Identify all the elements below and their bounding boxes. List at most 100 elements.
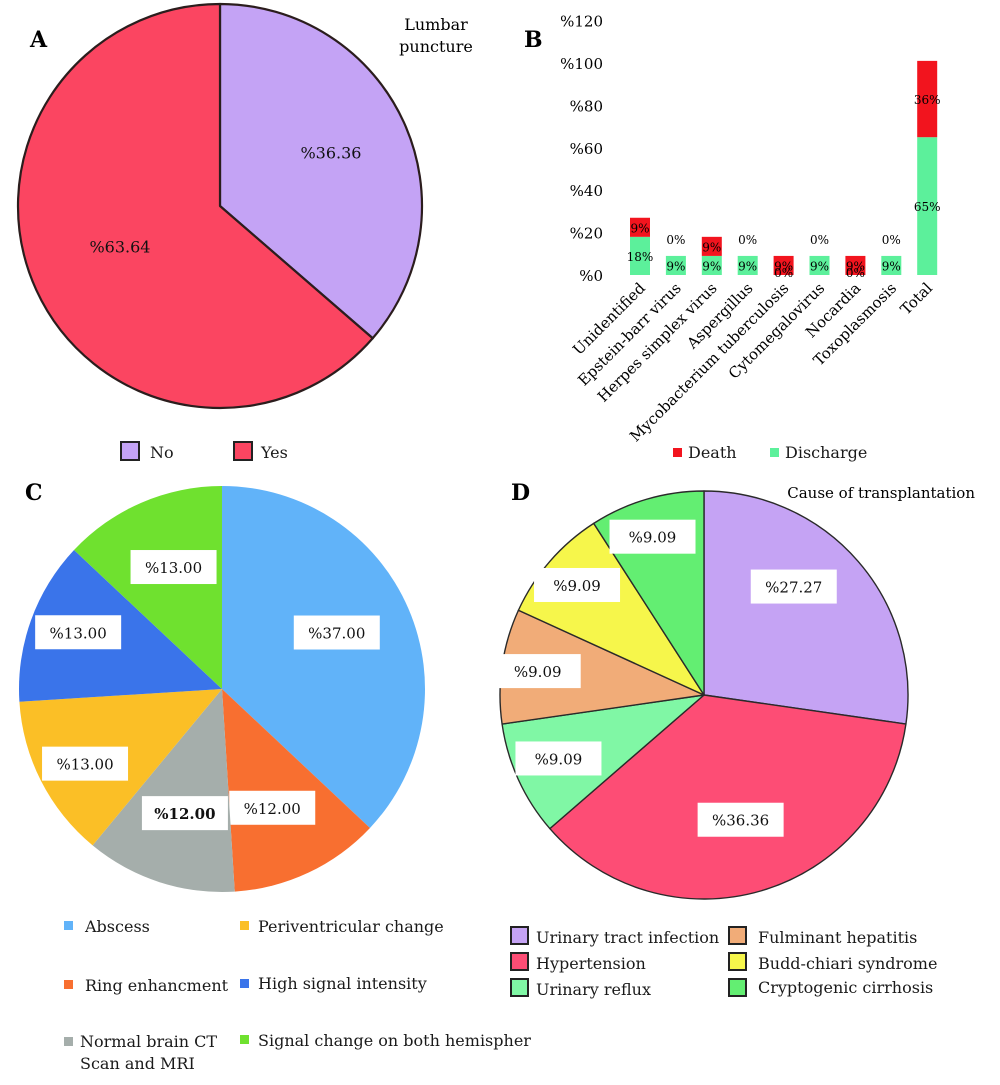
data-label-death-toxoplasmosis: 0% (882, 233, 901, 247)
legend-label-yes: Yes (260, 443, 288, 462)
legend-label-hypertension: Hypertension (536, 954, 646, 973)
x-tick-total: Total (897, 279, 936, 318)
legend-swatch-urinary-reflux (510, 978, 529, 997)
data-label-death-mycobacterium-tuberculosis: 9% (774, 259, 793, 273)
data-label-signal-change-on-both-hemispher: %13.00 (145, 559, 202, 577)
bar-discharge-cytomegalovirus (809, 255, 830, 275)
data-label-box-abscess (293, 615, 380, 650)
data-label-budd-chiari-syndrome: %9.09 (553, 577, 601, 595)
pie-slice-hypertension (549, 694, 907, 900)
data-label-discharge-nocardia: 0% (846, 266, 865, 280)
panel-letter-a: A (29, 27, 48, 53)
data-label-box-fulminant-hepatitis (494, 654, 581, 689)
bar-discharge-herpes-simplex-virus (701, 255, 722, 275)
bar-discharge-aspergillus (737, 255, 758, 275)
chart-title-line-1: Lumbar (404, 15, 468, 34)
data-label-death-cytomegalovirus: 0% (810, 233, 829, 247)
data-label-discharge-toxoplasmosis: 9% (882, 259, 901, 273)
legend-label-budd-chiari-syndrome: Budd-chiari syndrome (758, 954, 937, 973)
legend-swatch-normal-brain-ct-scan-and-mri (64, 1037, 73, 1046)
data-label-box-signal-change-on-both-hemispher (130, 550, 217, 585)
legend-label-death: Death (688, 443, 737, 462)
data-label-box-high-signal-intensity (35, 615, 122, 650)
data-label-abscess: %37.00 (308, 625, 365, 643)
data-label-box-periventricular-change (42, 746, 129, 781)
panel-c: C %37.00%12.00%12.00%13.00%13.00%13.00Ab… (19, 480, 531, 1073)
y-tick-80: %80 (570, 97, 603, 115)
data-label-discharge-mycobacterium-tuberculosis: 0% (774, 266, 793, 280)
legend-label-urinary-tract-infection: Urinary tract infection (536, 928, 719, 947)
pie-slice-normal-brain-ct-scan-and-mri (92, 689, 235, 892)
legend-label-urinary-reflux: Urinary reflux (536, 980, 651, 999)
y-tick-100: %100 (560, 55, 603, 73)
data-label-death-epstein-barr-virus: 0% (666, 233, 685, 247)
y-tick-40: %40 (570, 182, 603, 200)
bar-death-mycobacterium-tuberculosis (773, 255, 794, 275)
pie-slice-ring-enhancment (222, 689, 370, 892)
data-label-high-signal-intensity: %13.00 (50, 624, 107, 642)
pie-slice-budd-chiari-syndrome (517, 522, 705, 696)
pie-slice-abscess (222, 486, 425, 828)
data-label-urinary-tract-infection: %27.27 (765, 579, 822, 597)
data-label-box-normal-brain-ct-scan-and-mri (141, 796, 228, 831)
data-label-box-hypertension (697, 802, 784, 837)
pie-slice-urinary-tract-infection (703, 490, 909, 725)
y-tick-60: %60 (570, 140, 603, 158)
y-tick-120: %120 (560, 13, 603, 31)
bar-death-nocardia (845, 255, 866, 275)
data-label-normal-brain-ct-scan-and-mri: %12.00 (154, 805, 215, 823)
y-tick-0: %0 (579, 267, 603, 285)
legend-swatch-discharge (770, 448, 779, 457)
data-label-ring-enhancment: %12.00 (244, 800, 301, 818)
data-label-death-unidentified: 9% (630, 221, 649, 235)
legend-swatch-budd-chiari-syndrome (728, 952, 747, 971)
legend-label-high-signal-intensity: High signal intensity (258, 974, 427, 993)
pie-slice-no (218, 2, 424, 340)
bar-discharge-total (917, 137, 938, 275)
data-label-discharge-cytomegalovirus: 9% (810, 259, 829, 273)
data-label-yes: %63.64 (89, 238, 150, 257)
legend-swatch-yes (233, 441, 253, 461)
legend-swatch-cryptogenic-cirrhosis (728, 978, 747, 997)
data-label-no: %36.36 (300, 143, 361, 162)
data-label-periventricular-change: %13.00 (56, 756, 113, 774)
legend-swatch-periventricular-change (240, 921, 249, 930)
bar-discharge-toxoplasmosis (881, 255, 902, 275)
bar-discharge-epstein-barr-virus (665, 255, 686, 275)
legend-label-cryptogenic-cirrhosis: Cryptogenic cirrhosis (758, 978, 933, 997)
panel-letter-b: B (524, 27, 543, 53)
chart-title-line-2: puncture (399, 37, 473, 56)
legend-label-signal-change-on-both-hemispher: Signal change on both hemispher (258, 1031, 531, 1050)
data-label-death-herpes-simplex-virus: 9% (702, 240, 721, 254)
y-tick-20: %20 (570, 225, 603, 243)
data-label-box-urinary-reflux (515, 741, 602, 776)
legend-swatch-urinary-tract-infection (510, 926, 529, 945)
legend-label-normal-brain-ct-scan-and-mri-line-2: Scan and MRI (80, 1054, 195, 1073)
data-label-discharge-total: 65% (914, 200, 941, 214)
pie-slice-signal-change-on-both-hemispher (74, 486, 222, 689)
legend-label-fulminant-hepatitis: Fulminant hepatitis (758, 928, 917, 947)
legend-swatch-abscess (64, 921, 73, 930)
legend-swatch-signal-change-on-both-hemispher (240, 1035, 249, 1044)
legend-label-abscess: Abscess (84, 917, 150, 936)
panel-d: D %27.27%36.36%9.09%9.09%9.09%9.09Cause … (494, 480, 975, 999)
pie-slice-yes (16, 2, 374, 410)
data-label-urinary-reflux: %9.09 (535, 750, 583, 768)
data-label-box-cryptogenic-cirrhosis (609, 519, 696, 554)
legend-label-no: No (150, 443, 174, 462)
legend-swatch-high-signal-intensity (240, 979, 249, 988)
legend-label-discharge: Discharge (785, 443, 867, 462)
legend-label-normal-brain-ct-scan-and-mri-line-1: Normal brain CT (80, 1032, 217, 1051)
data-label-fulminant-hepatitis: %9.09 (514, 663, 562, 681)
data-label-death-aspergillus: 0% (738, 233, 757, 247)
bar-death-total (917, 60, 938, 138)
data-label-death-total: 36% (914, 93, 941, 107)
bar-death-herpes-simplex-virus (701, 236, 722, 256)
chart-title: Cause of transplantation (787, 484, 975, 502)
bar-discharge-unidentified (630, 236, 650, 275)
legend-swatch-no (120, 441, 140, 461)
data-label-hypertension: %36.36 (712, 812, 769, 830)
data-label-cryptogenic-cirrhosis: %9.09 (629, 529, 677, 547)
data-label-box-ring-enhancment (229, 790, 316, 825)
legend-swatch-hypertension (510, 952, 529, 971)
